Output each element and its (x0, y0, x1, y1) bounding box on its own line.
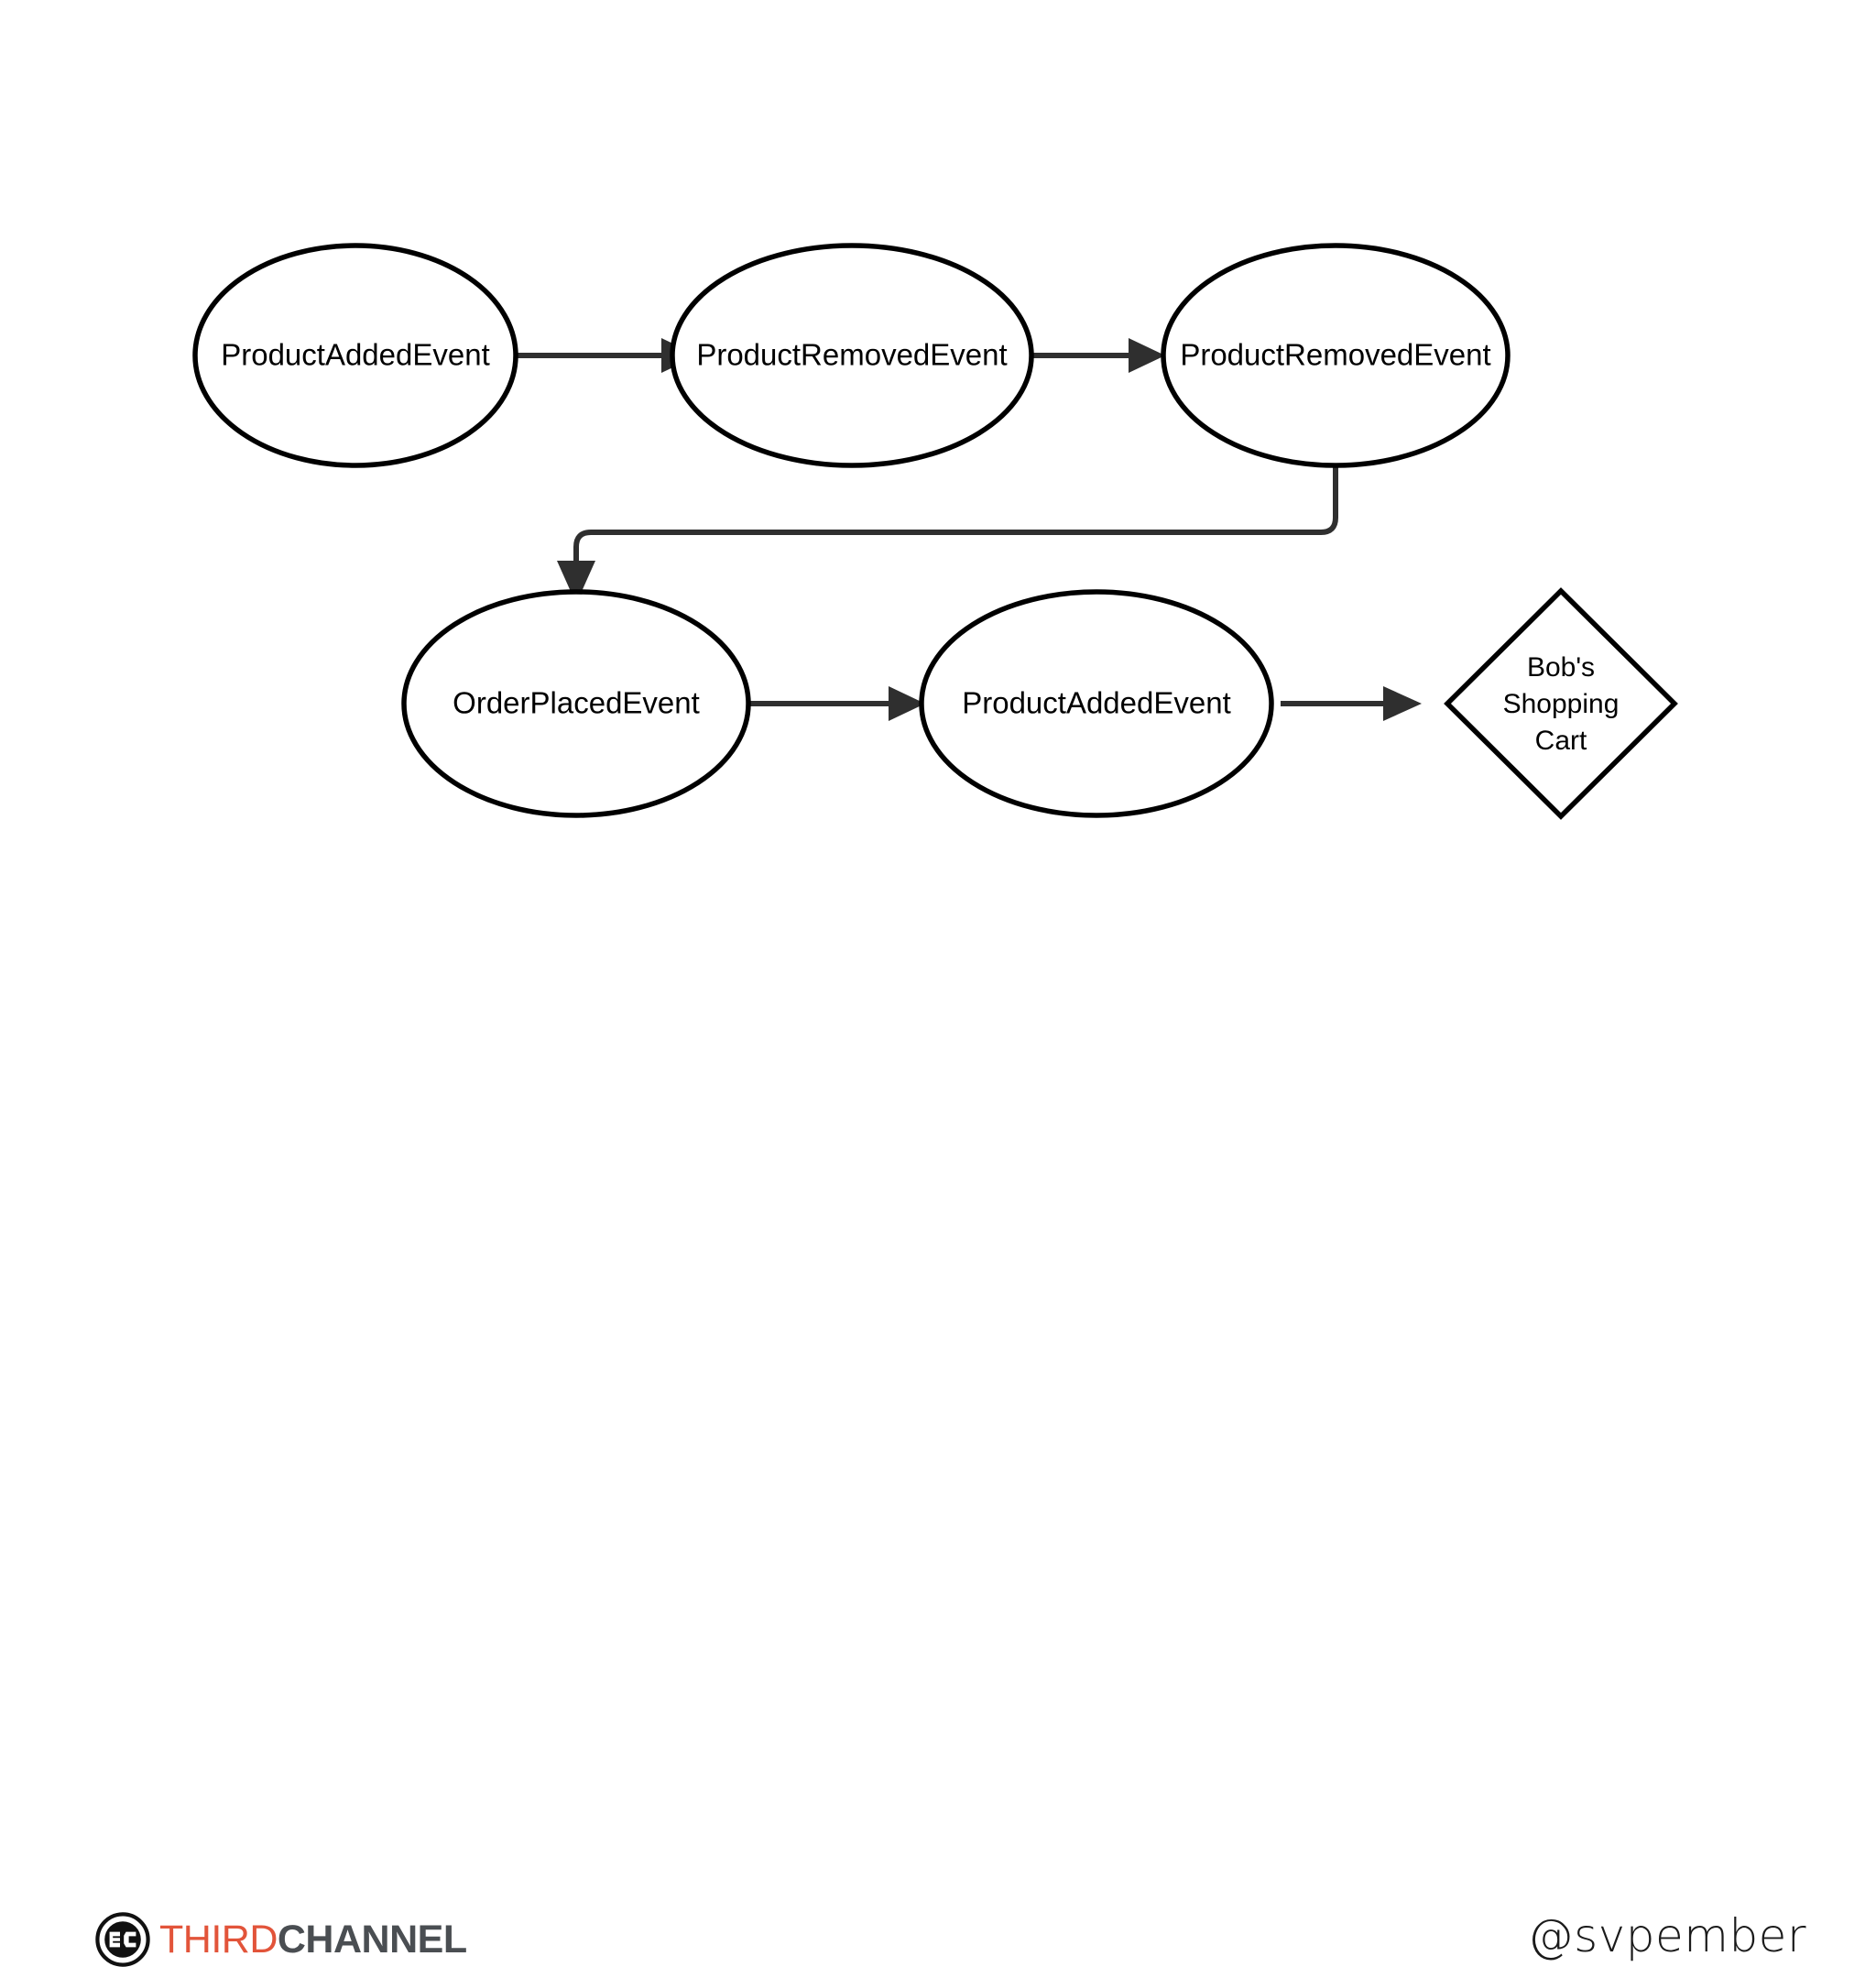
edge-elbow-path (573, 458, 1338, 561)
ellipse-shape (919, 589, 1274, 818)
three-c-circle-logo-icon (95, 1912, 150, 1967)
edge-n4-n5 (748, 686, 925, 721)
node-label: OrderPlacedEvent (453, 686, 700, 720)
footer: THIRDCHANNEL @svpember (0, 918, 1876, 1967)
node-label-line-2: Shopping (1503, 689, 1620, 719)
edge-n5-n6 (1281, 686, 1422, 721)
node-label-line-3: Cart (1535, 726, 1587, 756)
social-handle: @svpember (1527, 1909, 1806, 1962)
node-product-added-event-1[interactable]: ProductAddedEvent (192, 243, 518, 468)
node-label: ProductAddedEvent (221, 338, 490, 372)
brand-word-channel: CHANNEL (277, 1917, 467, 1962)
brand-wordmark: THIRDCHANNEL (159, 1917, 467, 1962)
brand-word-third: THIRD (159, 1917, 278, 1962)
ellipse-shape (192, 243, 518, 468)
event-flow-diagram: ProductAddedEvent ProductRemovedEvent Pr… (192, 243, 1678, 820)
node-order-placed-event[interactable]: OrderPlacedEvent (401, 589, 751, 818)
edge-n1-n2 (509, 338, 698, 373)
brand-logo: THIRDCHANNEL (95, 1912, 467, 1967)
diamond-shape (1444, 587, 1678, 820)
node-label-line-1: Bob's (1527, 652, 1595, 683)
node-bobs-shopping-cart[interactable]: Bob's Shopping Cart (1444, 587, 1678, 820)
node-label: ProductRemovedEvent (696, 338, 1007, 372)
arrowhead-icon (557, 561, 595, 604)
node-product-removed-event-2[interactable]: ProductRemovedEvent (1161, 243, 1511, 468)
arrowhead-icon (1383, 686, 1422, 721)
ellipse-shape (670, 243, 1034, 468)
ellipse-shape (401, 589, 751, 818)
node-product-added-event-2[interactable]: ProductAddedEvent (919, 589, 1274, 818)
node-label: ProductRemovedEvent (1180, 338, 1490, 372)
arrowhead-icon (889, 686, 925, 721)
node-product-removed-event-1[interactable]: ProductRemovedEvent (670, 243, 1034, 468)
edge-n2-n3 (1031, 338, 1165, 373)
node-label: ProductAddedEvent (962, 686, 1231, 720)
arrowhead-icon (1129, 338, 1165, 373)
ellipse-shape (1161, 243, 1511, 468)
edge-n3-n4 (557, 458, 1338, 604)
